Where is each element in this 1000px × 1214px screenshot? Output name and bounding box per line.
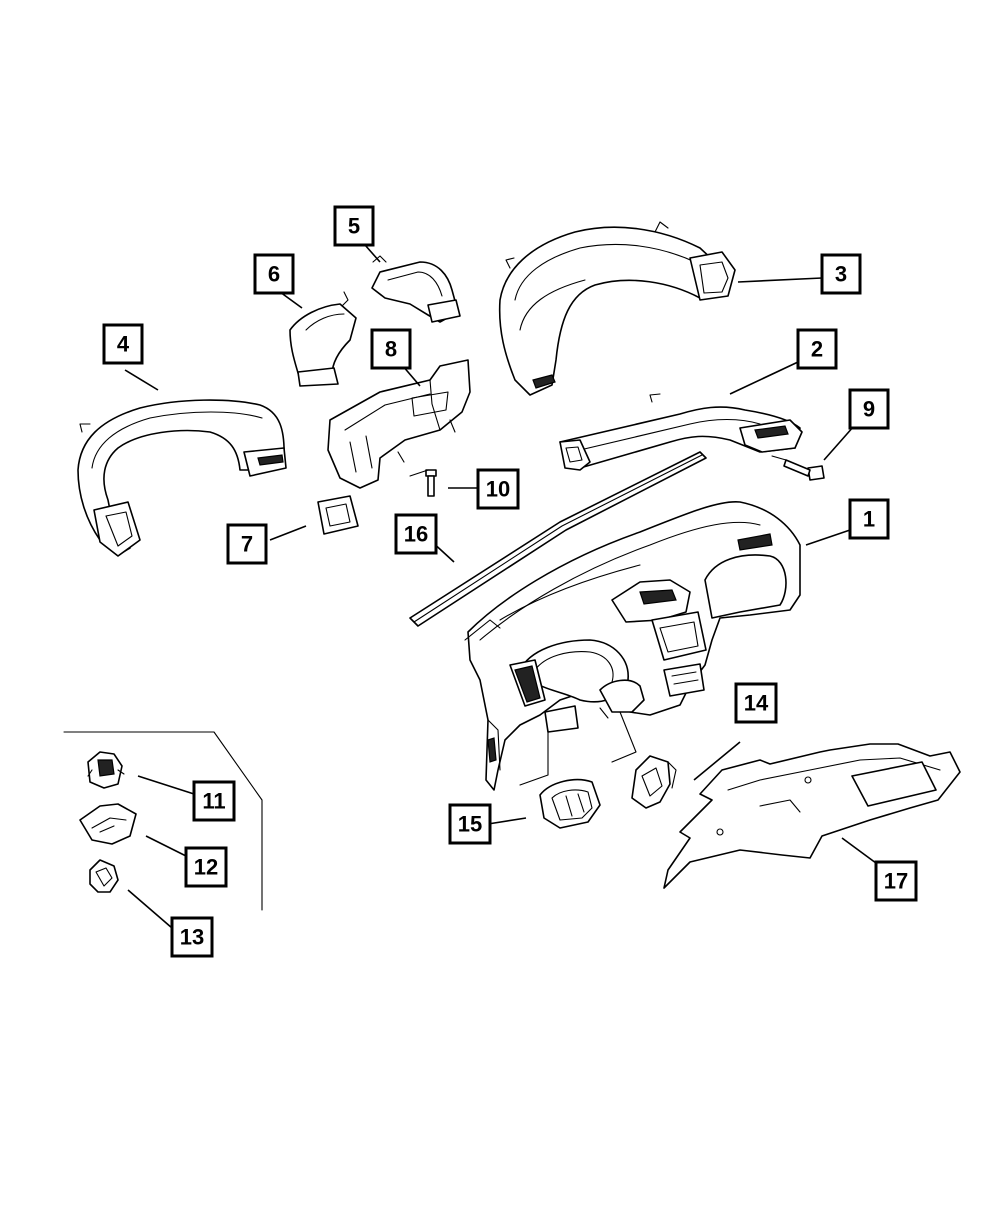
- callout-4-label: 4: [117, 332, 130, 357]
- callout-9: 9: [848, 388, 890, 430]
- callout-5: 5: [333, 205, 375, 247]
- callout-6-label: 6: [268, 262, 280, 287]
- callout-16-label: 16: [404, 522, 428, 547]
- part-16-strip: [409, 451, 707, 627]
- part-15-vent: [539, 778, 601, 829]
- part-10-bolt: [409, 469, 437, 497]
- part-5-duct: [371, 255, 461, 323]
- callout-5-label: 5: [348, 214, 360, 239]
- callout-6: 6: [253, 253, 295, 295]
- part-13-clip: [89, 859, 119, 893]
- callout-8-label: 8: [385, 337, 397, 362]
- callout-13: 13: [170, 916, 214, 958]
- callout-17: 17: [874, 860, 918, 902]
- callout-11-label: 11: [202, 789, 225, 814]
- callout-17-label: 17: [884, 869, 908, 894]
- callout-2-label: 2: [811, 337, 823, 362]
- callout-7-label: 7: [241, 532, 253, 557]
- callout-15-label: 15: [458, 812, 482, 837]
- part-9-screw: [771, 455, 825, 481]
- part-8-duct: [327, 359, 471, 489]
- part-14-bracket: [631, 755, 677, 809]
- callout-3: 3: [820, 253, 862, 295]
- callout-1-label: 1: [863, 507, 875, 532]
- callout-7: 7: [226, 523, 268, 565]
- part-6-duct: [289, 291, 357, 387]
- part-12-clip: [79, 803, 137, 845]
- callout-11: 11: [192, 780, 236, 822]
- callout-9-label: 9: [863, 397, 875, 422]
- callout-15: 15: [448, 803, 492, 845]
- part-2-duct: [559, 393, 803, 471]
- callout-12: 12: [184, 846, 228, 888]
- callout-14: 14: [734, 682, 778, 724]
- callout-4: 4: [102, 323, 144, 365]
- callout-8: 8: [370, 328, 412, 370]
- callout-16: 16: [394, 513, 438, 555]
- part-4-duct: [77, 399, 287, 557]
- part-1-instrument-panel: [464, 500, 801, 791]
- callout-10: 10: [476, 468, 520, 510]
- callout-1: 1: [848, 498, 890, 540]
- part-7-seal: [317, 495, 359, 535]
- callout-2: 2: [796, 328, 838, 370]
- callout-10-label: 10: [486, 477, 510, 502]
- callout-13-label: 13: [180, 925, 204, 950]
- part-11-clip: [87, 751, 125, 789]
- part-17-insulator: [663, 743, 961, 889]
- callout-14-label: 14: [744, 691, 769, 716]
- callout-3-label: 3: [835, 262, 847, 287]
- leader-lines: [124, 244, 881, 929]
- callout-12-label: 12: [194, 855, 218, 880]
- part-3-duct: [498, 221, 736, 396]
